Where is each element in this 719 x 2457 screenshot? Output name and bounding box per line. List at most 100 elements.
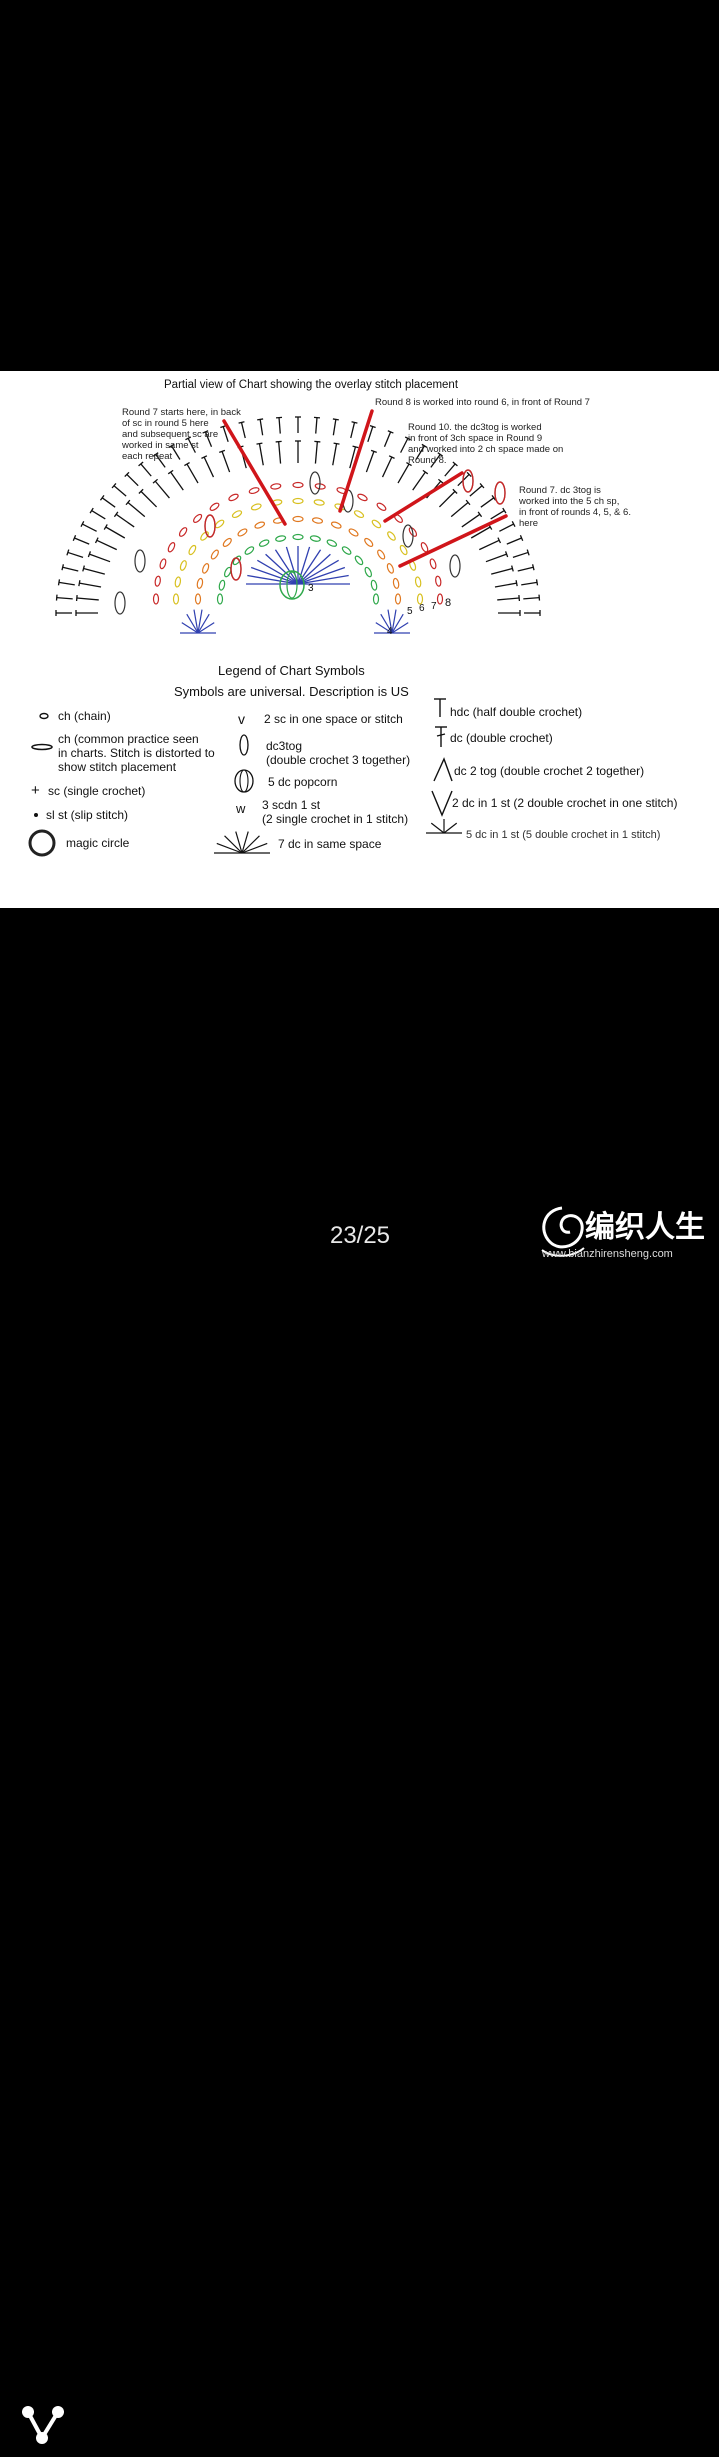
- chart-stitch-mark: [353, 446, 359, 448]
- chart-stitch-mark: [491, 568, 512, 574]
- chart-stitch-mark: [279, 418, 280, 434]
- chart-stitch-mark: [114, 512, 117, 517]
- chart-dc3tog-mark: [495, 482, 505, 504]
- chart-stitch-mark: [384, 432, 390, 447]
- legend-2dc: 2 dc in 1 st (2 double crochet in one st…: [452, 796, 677, 810]
- chart-chain-mark: [353, 509, 364, 518]
- legend-dc2tog: dc 2 tog (double crochet 2 together): [454, 764, 644, 778]
- annotation-round10: Round 10. the dc3tog is worked in front …: [408, 422, 563, 466]
- legend-dc2tog-symbol: [434, 759, 452, 781]
- diagram-title: Partial view of Chart showing the overla…: [164, 379, 458, 391]
- chart-chain-mark: [314, 499, 325, 506]
- chart-chain-mark: [415, 577, 422, 588]
- chart-chain-mark: [357, 493, 368, 502]
- chart-chain-mark: [251, 503, 262, 511]
- legend-sc: sc (single crochet): [48, 784, 145, 798]
- chart-chain-mark: [249, 487, 260, 495]
- chart-annotation-pointer: [385, 473, 462, 521]
- chart-stitch-mark: [507, 538, 522, 544]
- chart-chain-mark: [371, 519, 382, 529]
- chart-stitch-mark: [383, 457, 392, 477]
- chart-stitch-mark: [260, 419, 263, 435]
- chart-stitch-mark: [276, 441, 282, 442]
- chart-stitch-mark: [316, 418, 317, 434]
- chart-annotation-pointer: [400, 516, 506, 566]
- bottom-bar: 23/25 编织人生 www.bianzhirensheng.com: [0, 1190, 719, 1280]
- chart-chain-mark: [231, 509, 242, 518]
- legend-popcorn-symbol: [240, 770, 248, 792]
- legend-dc3tog-symbol: [240, 735, 248, 755]
- chart-dc3tog-mark: [450, 555, 460, 577]
- chart-chain-mark: [326, 539, 337, 548]
- chart-stitch-mark: [79, 583, 101, 587]
- chart-chain-mark: [159, 558, 167, 569]
- chart-stitch-mark: [333, 419, 336, 435]
- chart-dc3tog-mark: [403, 525, 413, 547]
- chart-stitch-mark: [155, 481, 169, 498]
- chart-stitch-mark: [59, 582, 75, 585]
- chart-chain-mark: [376, 502, 387, 512]
- chart-dc3tog-mark: [231, 558, 241, 580]
- chart-stitch-mark: [370, 426, 376, 428]
- legend-2sc-symbol: v: [238, 711, 245, 727]
- chart-stitch-mark: [398, 464, 409, 483]
- chart-chain-mark: [331, 521, 342, 529]
- legend-2sc: 2 sc in one space or stitch: [264, 712, 403, 726]
- chart-drawing: +vw: [0, 371, 719, 908]
- chart-chain-mark: [376, 549, 386, 560]
- page-counter: 23/25: [300, 1222, 420, 1250]
- chart-chain-mark: [354, 555, 364, 566]
- chart-chain-mark: [210, 549, 220, 560]
- chart-chain-mark: [386, 563, 394, 574]
- chart-stitch-mark: [481, 498, 494, 507]
- chart-stitch-mark: [187, 464, 198, 483]
- chart-stitch-mark: [512, 566, 514, 572]
- chart-stitch-mark: [315, 442, 317, 464]
- chart-stitch-mark: [102, 498, 115, 507]
- chart-chain-mark: [154, 594, 159, 604]
- chart-stitch-mark: [168, 470, 173, 473]
- chart-chain-mark: [254, 521, 265, 529]
- chart-stitch-mark: [527, 550, 529, 556]
- round-number: 6: [419, 603, 425, 614]
- legend-7dc-symbol: [217, 843, 242, 853]
- chart-stitch-mark: [116, 514, 134, 527]
- chart-chain-mark: [293, 499, 303, 504]
- legend-sc-symbol: +: [31, 782, 40, 799]
- chart-stitch-mark: [352, 422, 358, 423]
- chart-stitch-mark: [92, 511, 106, 519]
- chart-dc3tog-mark: [205, 515, 215, 537]
- chart-chain-mark: [192, 513, 203, 524]
- chart-chain-mark: [363, 537, 374, 548]
- chart-stitch-mark: [513, 552, 528, 557]
- chart-dc3tog-mark: [115, 592, 125, 614]
- legend-chain-distorted-symbol: [32, 745, 52, 750]
- chart-stitch-mark: [351, 422, 355, 438]
- chart-stitch-mark: [537, 579, 538, 585]
- chart-stitch-mark: [171, 472, 184, 490]
- chart-chain-mark: [188, 544, 197, 555]
- chart-chain-mark: [214, 519, 225, 529]
- chart-stitch-mark: [256, 443, 262, 444]
- chart-stitch-mark: [499, 524, 513, 531]
- legend-magic-circle: magic circle: [66, 836, 129, 850]
- chart-stitch-mark: [486, 554, 507, 562]
- chart-stitch-mark: [314, 441, 320, 442]
- chart-stitch-mark: [401, 438, 408, 452]
- legend-popcorn-symbol: [235, 770, 253, 792]
- chart-stitch-mark: [106, 527, 125, 538]
- chart-chain-mark: [438, 594, 443, 604]
- chart-stitch-mark: [495, 583, 517, 587]
- chart-stitch-mark: [74, 538, 89, 544]
- chart-chain-mark: [218, 580, 225, 591]
- legend-dc3tog: dc3tog (double crochet 3 together): [266, 739, 410, 767]
- legend-title: Legend of Chart Symbols: [218, 663, 365, 678]
- chart-chain-mark: [174, 594, 179, 604]
- chart-chain-mark: [312, 517, 323, 524]
- share-button[interactable]: [20, 2402, 70, 2452]
- chart-chain-mark: [293, 535, 303, 540]
- chart-chain-mark: [293, 517, 303, 522]
- chart-stitch-mark: [368, 427, 373, 442]
- chart-chain-mark: [348, 528, 359, 538]
